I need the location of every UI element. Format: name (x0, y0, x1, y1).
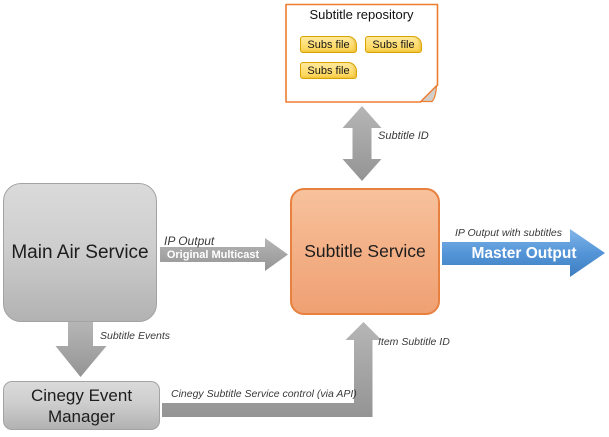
ip-output-arrow (160, 238, 288, 271)
subtitle-id-label: Subtitle ID (378, 130, 429, 142)
subs-file-chip: Subs file (300, 62, 357, 79)
cinegy-event-manager-node: Cinegy Event Manager (3, 381, 160, 430)
subs-file-label: Subs file (372, 38, 415, 51)
subs-file-chip: Subs file (365, 36, 422, 53)
subs-file-label: Subs file (307, 64, 350, 77)
ip-output-label: IP Output (164, 234, 215, 248)
master-output-arrow (442, 229, 605, 277)
item-subtitle-id-label: Item Subtitle ID (378, 336, 450, 348)
cinegy-event-manager-label: Cinegy Event Manager (30, 385, 133, 426)
subtitle-id-double-arrow (342, 106, 382, 181)
api-control-label: Cinegy Subtitle Service control (via API… (171, 388, 357, 400)
subtitle-service-label: Subtitle Service (304, 241, 426, 261)
subs-file-chip: Subs file (300, 36, 357, 53)
subtitle-service-node: Subtitle Service (290, 188, 440, 315)
main-air-service-label: Main Air Service (11, 241, 149, 263)
original-multicast-label: Original Multicast (166, 248, 260, 261)
subtitle-events-arrow (55, 322, 107, 377)
subtitle-events-label: Subtitle Events (100, 330, 171, 342)
subs-file-label: Subs file (307, 38, 350, 51)
repository-title: Subtitle repository (309, 7, 414, 22)
api-control-elbow-arrow (162, 322, 382, 417)
ip-output-with-subtitles-label: IP Output with subtitles (455, 227, 562, 239)
repository-folded-corner (420, 85, 438, 103)
main-air-service-node: Main Air Service (3, 183, 157, 322)
master-output-label: Master Output (471, 244, 577, 262)
